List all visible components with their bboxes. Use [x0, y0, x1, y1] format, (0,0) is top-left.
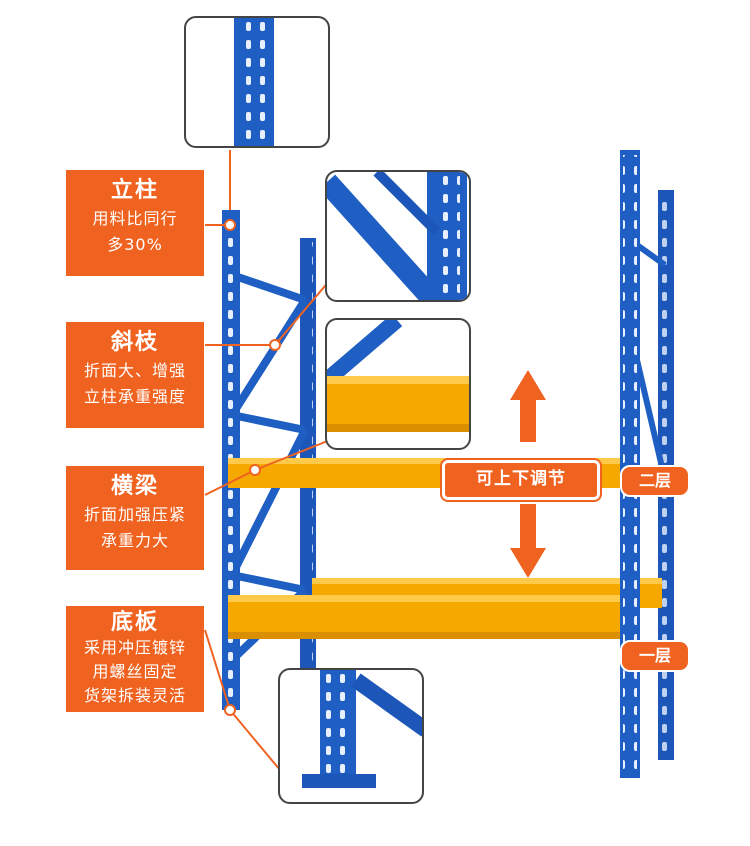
adjustable-label: 可上下调节	[442, 460, 600, 500]
zoom-brace-detail	[325, 170, 471, 302]
label-brace-line2: 立柱承重强度	[83, 387, 186, 406]
zoom-beam-detail	[325, 318, 471, 450]
right-front-upright	[620, 150, 640, 778]
beam-level1-front	[228, 595, 628, 639]
label-base-title: 底板	[110, 610, 159, 635]
label-column-title: 立柱	[110, 178, 159, 203]
up-arrow-icon	[510, 370, 546, 442]
zoom-base-detail	[278, 668, 424, 804]
callout-dots	[224, 219, 281, 716]
label-brace-title: 斜枝	[110, 330, 159, 355]
label-base: 底板 采用冲压镀锌 用螺丝固定 货架拆装灵活	[66, 606, 204, 712]
label-base-line3: 货架拆装灵活	[83, 686, 186, 705]
label-beam: 横梁 折面加强压紧 承重力大	[66, 466, 204, 570]
label-beam-line1: 折面加强压紧	[83, 505, 186, 524]
label-beam-title: 横梁	[110, 474, 159, 499]
level-tag-second: 二层	[620, 465, 690, 497]
down-arrow-icon	[510, 504, 546, 578]
label-beam-line2: 承重力大	[100, 531, 169, 550]
label-column-line1: 用料比同行	[92, 209, 178, 228]
callout-lines	[204, 150, 331, 771]
level-tag-first: 一层	[620, 640, 690, 672]
label-base-line1: 采用冲压镀锌	[83, 638, 186, 657]
label-brace: 斜枝 折面大、增强 立柱承重强度	[66, 322, 204, 428]
label-brace-line1: 折面大、增强	[83, 361, 186, 380]
label-column-line2: 多30%	[107, 235, 163, 254]
label-column: 立柱 用料比同行 多30%	[66, 170, 204, 276]
label-base-line2: 用螺丝固定	[92, 662, 178, 681]
zoom-column-detail	[184, 16, 330, 148]
